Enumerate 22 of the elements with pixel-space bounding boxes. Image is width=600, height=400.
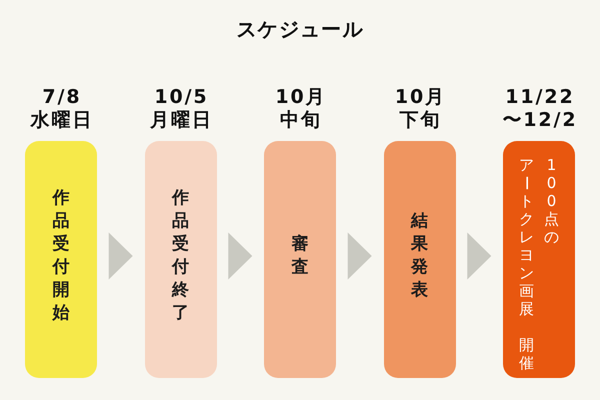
stage-label: 作品受付終了 <box>172 186 189 324</box>
date-label: 7/8 <box>41 86 82 109</box>
date-label: 10/5 <box>153 86 209 109</box>
chevron-arrow <box>228 232 252 280</box>
date-sublabel: 〜12/2 <box>501 109 578 132</box>
stage-label: アートクレヨン画展 <box>519 156 534 318</box>
date-sublabel: 下旬 <box>398 109 442 132</box>
chevron-arrow <box>467 232 492 280</box>
stage-label: 審査 <box>292 232 308 278</box>
date-label: 11/22 <box>504 86 575 109</box>
date-sublabel: 中旬 <box>279 109 322 132</box>
stage-label: 100点の <box>544 156 559 246</box>
chevron-arrow <box>348 232 372 280</box>
date-label: 10月 <box>394 86 446 109</box>
stage-label: 結果発表 <box>411 210 428 302</box>
stage-label: 作品受付開始 <box>52 186 70 324</box>
date-label: 10月 <box>274 86 327 109</box>
title: スケジュール <box>236 16 364 42</box>
date-sublabel: 月曜日 <box>149 109 213 132</box>
date-sublabel: 水曜日 <box>29 109 94 132</box>
stage-label: 開催 <box>519 336 534 372</box>
chevron-arrow <box>108 232 133 280</box>
